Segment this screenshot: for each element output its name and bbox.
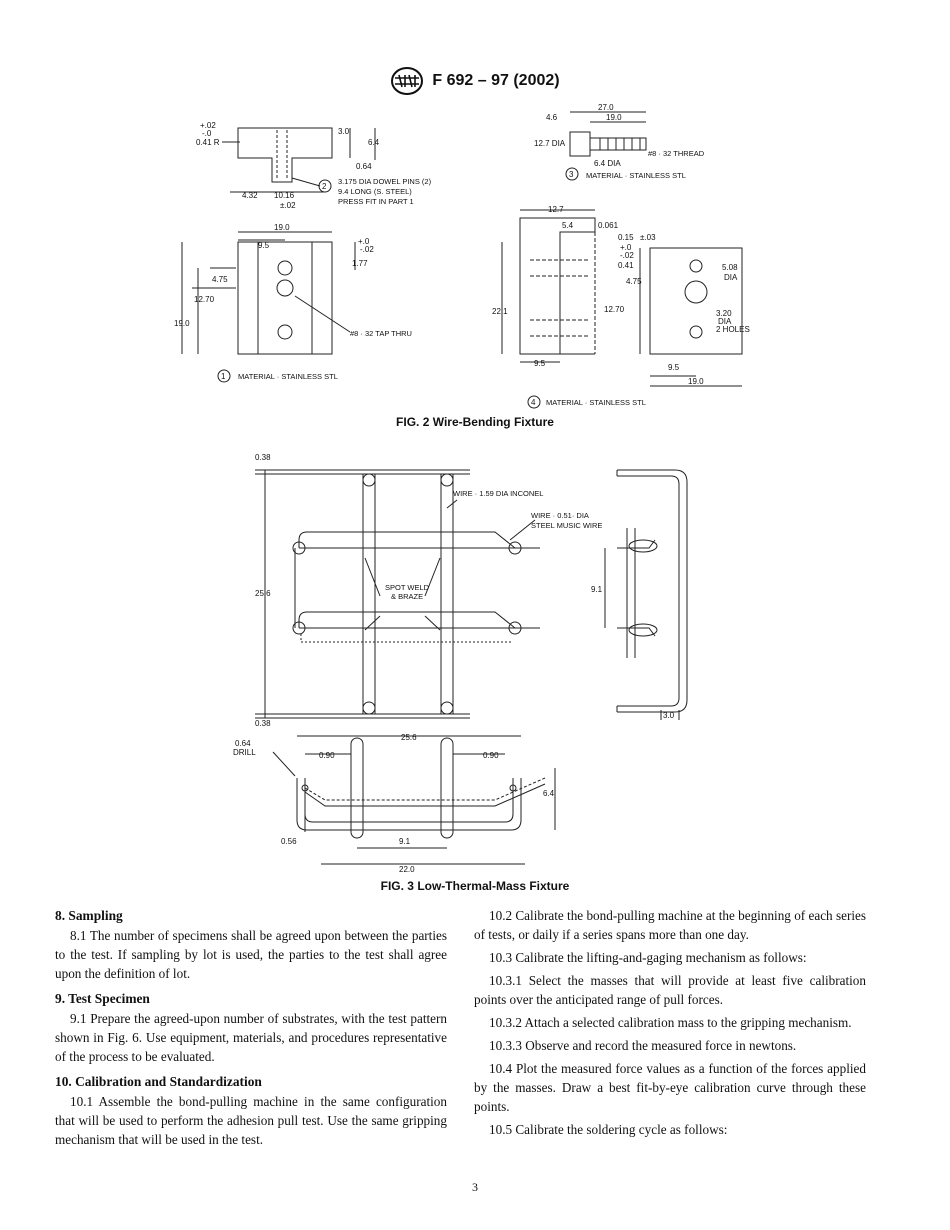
p1-dim-2: -.0 <box>202 129 212 138</box>
figure-3-drawing: 0.38 25.6 0.38 9.1 3.0 WIRE · 1.59 DIA I… <box>225 448 725 874</box>
astm-logo-icon <box>391 67 424 95</box>
p1-dim-6: 0.64 <box>356 162 372 171</box>
p3-dim-2: 4.6 <box>546 113 558 122</box>
document-id: F 692 – 97 (2002) <box>432 72 560 89</box>
p4-dim-14: 3.20 <box>716 309 732 318</box>
f3-bdim-1: 0.64 <box>235 739 251 748</box>
para-10-3-2: 10.3.2 Attach a selected calibration mas… <box>489 1015 852 1030</box>
p3-dim-5: #8 · 32 THREAD <box>648 149 705 158</box>
f3-label-1: WIRE · 1.59 DIA INCONEL <box>453 489 543 498</box>
callout-2: 2 <box>322 182 327 191</box>
section-8-heading: 8. Sampling <box>55 908 123 923</box>
callout-3: 3 <box>569 170 574 179</box>
p4-dim-2: 5.4 <box>562 221 574 230</box>
document-header: F 692 – 97 (2002) <box>0 66 950 96</box>
p4-dim-16: 2 HOLES <box>716 325 750 334</box>
f3-bdim-7: 0.56 <box>281 837 297 846</box>
p4-dim-7: -.02 <box>620 251 634 260</box>
para-10-3: 10.3 Calibrate the lifting-and-gaging me… <box>489 950 807 965</box>
f3-label-2: WIRE · 0.51· DIA <box>531 511 589 520</box>
p1-dim-7: 4.32 <box>242 191 258 200</box>
f3-dim-4: 9.1 <box>591 585 603 594</box>
p1-tap-label: #8 · 32 TAP THRU <box>350 329 412 338</box>
f3-bdim-6: 6.4 <box>543 789 555 798</box>
p4-dim-19: 19.0 <box>688 377 704 386</box>
f3-dim-2: 25.6 <box>255 589 271 598</box>
p1-material: MATERIAL · STAINLESS STL <box>238 372 338 381</box>
f3-bdim-5: 0.90 <box>483 751 499 760</box>
f3-label-4: SPOT WELD <box>385 583 430 592</box>
p4-dim-12: 5.08 <box>722 263 738 272</box>
para-10-5: 10.5 Calibrate the soldering cycle as fo… <box>489 1122 728 1137</box>
p3-dim-1: 27.0 <box>598 103 614 112</box>
p3-dim-6: 6.4 DIA <box>594 159 621 168</box>
p4-dim-18: 9.5 <box>668 363 680 372</box>
p1-dim-1: +.02 <box>200 121 216 130</box>
f3-dim-3: 0.38 <box>255 719 271 728</box>
p4-material: MATERIAL · STAINLESS STL <box>546 398 646 407</box>
p4-dim-6: +.0 <box>620 243 632 252</box>
p4-dim-5: ±.03 <box>640 233 656 242</box>
p1-dim-16: 12.70 <box>194 295 215 304</box>
figure-2-drawing: +.02 -.0 0.41 R 3.0 6.4 0.64 4.32 10.16 … <box>170 100 790 412</box>
p1-dim-3: 0.41 R <box>196 138 220 147</box>
p1-note-1: 3.175 DIA DOWEL PINS (2) <box>338 177 432 186</box>
p3-dim-4: 12.7 DIA <box>534 139 566 148</box>
para-10-2: 10.2 Calibrate the bond-pulling machine … <box>474 908 866 942</box>
f3-bdim-8: 9.1 <box>399 837 411 846</box>
section-9-heading: 9. Test Specimen <box>55 991 150 1006</box>
p3-dim-3: 19.0 <box>606 113 622 122</box>
p4-dim-15: DIA <box>718 317 732 326</box>
p1-dim-4: 3.0 <box>338 127 350 136</box>
p3-material: MATERIAL · STAINLESS STL <box>586 171 686 180</box>
p1-dim-9: ±.02 <box>280 201 296 210</box>
figure-3-caption: FIG. 3 Low-Thermal-Mass Fixture <box>380 879 570 893</box>
para-10-3-1: 10.3.1 Select the masses that will provi… <box>474 973 866 1007</box>
p4-dim-17: 9.5 <box>534 359 546 368</box>
p1-dim-13: -.02 <box>360 245 374 254</box>
callout-4: 4 <box>531 398 536 407</box>
para-10-3-3: 10.3.3 Observe and record the measured f… <box>489 1038 797 1053</box>
p4-dim-11: 12.70 <box>604 305 625 314</box>
f3-bdim-2: DRILL <box>233 748 256 757</box>
p1-dim-14: 1.77 <box>352 259 368 268</box>
p4-dim-9: 4.75 <box>626 277 642 286</box>
p4-dim-13: DIA <box>724 273 738 282</box>
p4-dim-8: 0.41 <box>618 261 634 270</box>
f3-bdim-3: 25.6 <box>401 733 417 742</box>
p1-dim-5: 6.4 <box>368 138 380 147</box>
figure-2-caption: FIG. 2 Wire-Bending Fixture <box>396 415 554 429</box>
p4-dim-4: 0.15 <box>618 233 634 242</box>
p1-dim-17: 19.0 <box>174 319 190 328</box>
f3-dim-5: 3.0 <box>663 711 675 720</box>
section-10-heading: 10. Calibration and Standardization <box>55 1074 262 1089</box>
p1-dim-12: +.0 <box>358 237 370 246</box>
para-9-1: 9.1 Prepare the agreed-upon number of su… <box>55 1011 447 1064</box>
p1-note-2: 9.4 LONG (S. STEEL) <box>338 187 412 196</box>
p4-dim-3: 0.061 <box>598 221 619 230</box>
right-column: 10.2 Calibrate the bond-pulling machine … <box>474 906 866 1143</box>
p1-dim-11: 9.5 <box>258 241 270 250</box>
callout-1: 1 <box>221 372 226 381</box>
p1-note-3: PRESS FIT IN PART 1 <box>338 197 414 206</box>
f3-bdim-9: 22.0 <box>399 865 415 874</box>
f3-label-3: STEEL MUSIC WIRE <box>531 521 602 530</box>
f3-label-5: & BRAZE <box>391 592 423 601</box>
para-10-1: 10.1 Assemble the bond-pulling machine i… <box>55 1094 447 1147</box>
p4-dim-1: 12.7 <box>548 205 564 214</box>
p4-dim-10: 22.1 <box>492 307 508 316</box>
p1-dim-8: 10.16 <box>274 191 295 200</box>
f3-dim-1: 0.38 <box>255 453 271 462</box>
p1-dim-10: 19.0 <box>274 223 290 232</box>
f3-bdim-4: 0.90 <box>319 751 335 760</box>
para-10-4: 10.4 Plot the measured force values as a… <box>474 1061 866 1114</box>
left-column: 8. Sampling 8.1 The number of specimens … <box>55 906 447 1153</box>
para-8-1: 8.1 The number of specimens shall be agr… <box>55 928 447 981</box>
page-number: 3 <box>472 1180 478 1194</box>
p1-dim-15: 4.75 <box>212 275 228 284</box>
